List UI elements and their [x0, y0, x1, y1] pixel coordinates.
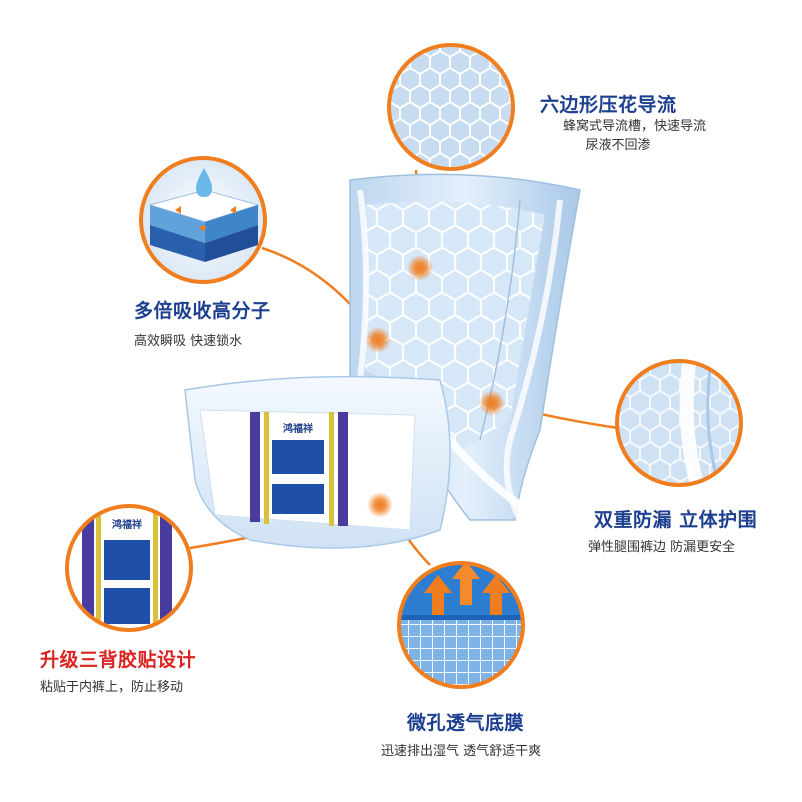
absorb-desc: 高效瞬吸 快速锁水	[134, 334, 243, 349]
adhesive-title: 升级三背胶贴设计	[40, 649, 197, 671]
callout-absorb-circle	[139, 156, 267, 284]
breathable-desc: 迅速排出湿气 透气舒适干爽	[381, 744, 542, 759]
hexagon-title: 六边形压花导流	[540, 94, 677, 116]
highlight-dots	[365, 255, 505, 518]
callout-leakguard-circle	[615, 359, 743, 487]
pad-front: 鸿福祥	[184, 375, 451, 549]
hexagon-desc-line2: 尿液不回渗	[585, 138, 651, 153]
callout-breathable-circle	[397, 561, 525, 689]
breathable-title: 微孔透气底膜	[407, 712, 525, 734]
hexagon-desc-line1: 蜂窝式导流槽，快速导流	[562, 119, 706, 134]
adhesive-brand-label: 鸿福祥	[112, 518, 142, 531]
callout-adhesive-circle: 鸿福祥	[65, 504, 193, 632]
absorb-title: 多倍吸收高分子	[134, 300, 271, 322]
pad-brand-label: 鸿福祥	[283, 422, 313, 435]
leakguard-title: 双重防漏 立体护围	[594, 509, 758, 531]
callout-hexagon-circle	[387, 43, 515, 171]
hexagon-desc: 蜂窝式导流槽，快速导流 尿液不回渗	[530, 117, 706, 155]
leakguard-desc: 弹性腿围裤边 防漏更安全	[588, 540, 736, 555]
adhesive-desc: 粘贴于内裤上，防止移动	[40, 680, 184, 695]
